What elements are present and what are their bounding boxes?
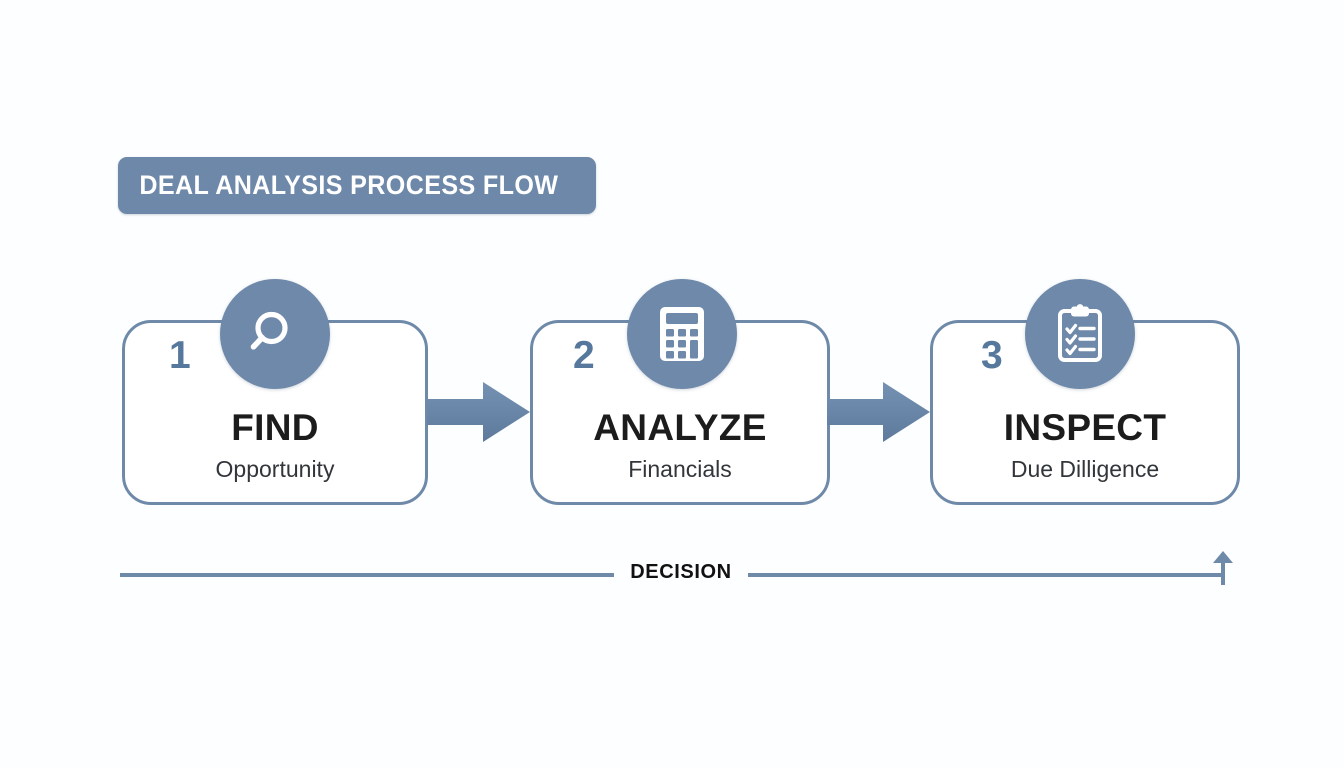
right-block-arrow-icon (827, 382, 931, 447)
step-icon-badge-3 (1025, 279, 1135, 389)
calculator-icon (654, 305, 710, 363)
magnifier-icon (246, 305, 304, 363)
step-title-2: ANALYZE (593, 407, 767, 448)
page-title-banner: DEAL ANALYSIS PROCESS FLOW (118, 157, 596, 214)
step-number-3: 3 (981, 334, 1003, 377)
step-title-1: FIND (231, 407, 319, 448)
page-title: DEAL ANALYSIS PROCESS FLOW (139, 170, 559, 200)
up-arrow-icon (1200, 551, 1250, 589)
step-subtitle-3: Due Dilligence (1010, 456, 1160, 482)
decision-line-right-segment (748, 573, 1225, 577)
step-number-1: 1 (169, 334, 191, 377)
step-icon-badge-1 (220, 279, 330, 389)
step-title-3: INSPECT (1003, 407, 1167, 448)
connector-arrow-1 (427, 381, 531, 443)
step-number-2: 2 (573, 334, 595, 377)
right-block-arrow-icon (427, 382, 531, 447)
step-subtitle-1: Opportunity (215, 456, 335, 482)
step-icon-badge-2 (627, 279, 737, 389)
clipboard-checklist-icon (1052, 304, 1108, 364)
decision-label: DECISION (614, 562, 748, 582)
decision-line-left-segment (120, 573, 614, 577)
step-subtitle-2: Financials (628, 456, 732, 482)
decision-arrow (1200, 543, 1250, 585)
connector-arrow-2 (827, 381, 931, 443)
